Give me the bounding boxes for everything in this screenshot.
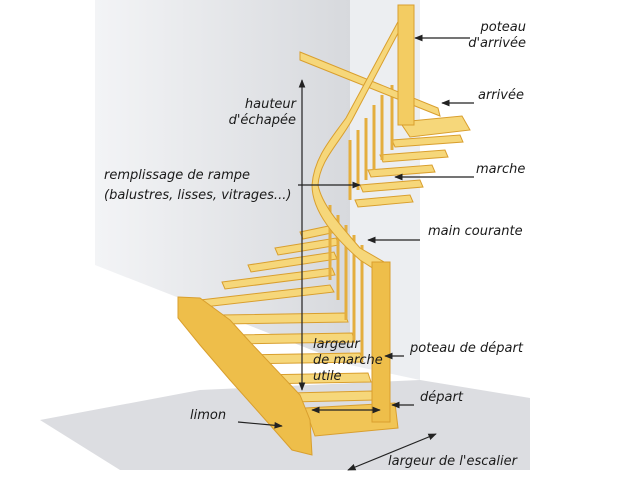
label-main-courante: main courante [428, 224, 523, 240]
label-limon-text: limon [190, 408, 226, 423]
label-largeur-marche-line3: utile [313, 369, 383, 385]
label-depart-text: départ [420, 390, 463, 405]
label-largeur-marche-utile: largeur de marche utile [313, 337, 383, 385]
label-hauteur-echappee: hauteur d'échapée [210, 97, 296, 129]
label-largeur-escalier-text: largeur de l'escalier [388, 454, 517, 469]
label-poteau-depart: poteau de départ [410, 341, 523, 357]
label-main-courante-text: main courante [428, 224, 523, 239]
label-arrivee: arrivée [478, 88, 524, 104]
label-remplissage-line1: remplissage de rampe [104, 168, 291, 184]
label-remplissage-line2: (balustres, lisses, vitrages...) [104, 188, 291, 204]
label-largeur-marche-line1: largeur [313, 337, 383, 353]
label-hauteur-line2: d'échapée [210, 113, 296, 129]
label-arrivee-text: arrivée [478, 88, 524, 103]
label-limon: limon [190, 408, 226, 424]
label-largeur-marche-line2: de marche [313, 353, 383, 369]
label-hauteur-line1: hauteur [210, 97, 296, 113]
label-largeur-escalier: largeur de l'escalier [388, 454, 517, 470]
label-remplissage-rampe: remplissage de rampe (balustres, lisses,… [104, 168, 291, 204]
label-poteau-arrivee-line1: poteau [450, 20, 526, 36]
label-poteau-arrivee-line2: d'arrivée [450, 36, 526, 52]
label-poteau-depart-text: poteau de départ [410, 341, 523, 356]
label-marche: marche [476, 162, 525, 178]
label-depart: départ [420, 390, 463, 406]
label-poteau-arrivee: poteau d'arrivée [450, 20, 526, 52]
poteau-arrivee [398, 5, 414, 125]
label-marche-text: marche [476, 162, 525, 177]
